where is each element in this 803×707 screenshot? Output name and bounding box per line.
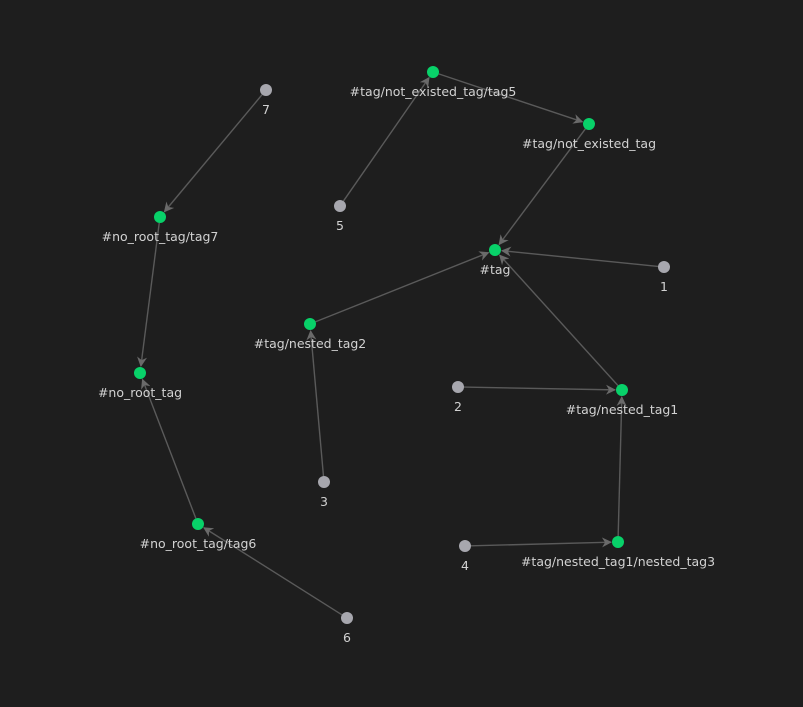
edges-layer [137, 73, 659, 616]
edge-nested_tag2-to-tag [315, 251, 490, 323]
edge-not_existed_tag5-to-not_existed_tag [438, 73, 584, 124]
file-node-f4[interactable]: 4 [459, 540, 471, 573]
file-node-f6[interactable]: 6 [341, 612, 353, 645]
tag-node-tag[interactable]: #tag [480, 244, 511, 277]
edge-f2-to-nested_tag1 [463, 384, 617, 395]
file-node-f7[interactable]: 7 [260, 84, 272, 117]
tag-node-not_existed_tag5[interactable]: #tag/not_existed_tag/tag5 [350, 66, 517, 99]
edge-f5-to-not_existed_tag5 [342, 76, 430, 202]
node-label: 2 [454, 399, 462, 414]
file-node-f2[interactable]: 2 [452, 381, 464, 414]
tag-node-no_root_tag6[interactable]: #no_root_tag/tag6 [140, 518, 257, 551]
node-circle[interactable] [341, 612, 353, 624]
tag-node-nested_tag2[interactable]: #tag/nested_tag2 [254, 318, 367, 351]
node-label: #no_root_tag [98, 385, 182, 400]
node-circle[interactable] [192, 518, 204, 530]
node-label: 4 [461, 558, 469, 573]
node-label: #no_root_tag/tag7 [102, 229, 219, 244]
tag-node-nested_tag3[interactable]: #tag/nested_tag1/nested_tag3 [521, 536, 715, 569]
edge-not_existed_tag-to-tag [498, 128, 586, 246]
node-circle[interactable] [612, 536, 624, 548]
node-label: #tag [480, 262, 511, 277]
file-node-f5[interactable]: 5 [334, 200, 346, 233]
file-node-f1[interactable]: 1 [658, 261, 670, 294]
node-circle[interactable] [489, 244, 501, 256]
nodes-layer: #tag #tag/not_existed_tag #tag/not_existed… [98, 66, 715, 645]
node-label: #tag/not_existed_tag/tag5 [350, 84, 517, 99]
file-node-f3[interactable]: 3 [318, 476, 330, 509]
node-circle[interactable] [459, 540, 471, 552]
edge-nested_tag1-to-tag [499, 254, 619, 387]
edge-f6-to-no_root_tag6 [203, 527, 343, 616]
node-circle[interactable] [154, 211, 166, 223]
edge-no_root_tag6-to-no_root_tag [141, 378, 197, 519]
node-label: 5 [336, 218, 344, 233]
edge-nested_tag3-to-nested_tag1 [616, 395, 627, 537]
node-circle[interactable] [334, 200, 346, 212]
node-circle[interactable] [452, 381, 464, 393]
edge-f4-to-nested_tag3 [470, 537, 613, 548]
node-circle[interactable] [658, 261, 670, 273]
node-circle[interactable] [318, 476, 330, 488]
node-label: #tag/nested_tag1 [566, 402, 679, 417]
node-circle[interactable] [616, 384, 628, 396]
node-circle[interactable] [427, 66, 439, 78]
edge-f1-to-tag [500, 246, 659, 268]
node-label: 1 [660, 279, 668, 294]
node-label: #no_root_tag/tag6 [140, 536, 257, 551]
node-circle[interactable] [583, 118, 595, 130]
node-circle[interactable] [304, 318, 316, 330]
node-label: #tag/nested_tag2 [254, 336, 367, 351]
edge-f3-to-nested_tag2 [306, 329, 325, 477]
node-circle[interactable] [260, 84, 272, 96]
tag-node-no_root_tag7[interactable]: #no_root_tag/tag7 [102, 211, 219, 244]
node-circle[interactable] [134, 367, 146, 379]
node-label: #tag/nested_tag1/nested_tag3 [521, 554, 715, 569]
edge-f7-to-no_root_tag7 [163, 94, 263, 213]
edge-no_root_tag7-to-no_root_tag [137, 222, 160, 368]
tag-node-nested_tag1[interactable]: #tag/nested_tag1 [566, 384, 679, 417]
tag-node-not_existed_tag[interactable]: #tag/not_existed_tag [522, 118, 656, 151]
node-label: 6 [343, 630, 351, 645]
node-label: 3 [320, 494, 328, 509]
tag-node-no_root_tag[interactable]: #no_root_tag [98, 367, 182, 400]
node-label: #tag/not_existed_tag [522, 136, 656, 151]
node-label: 7 [262, 102, 270, 117]
